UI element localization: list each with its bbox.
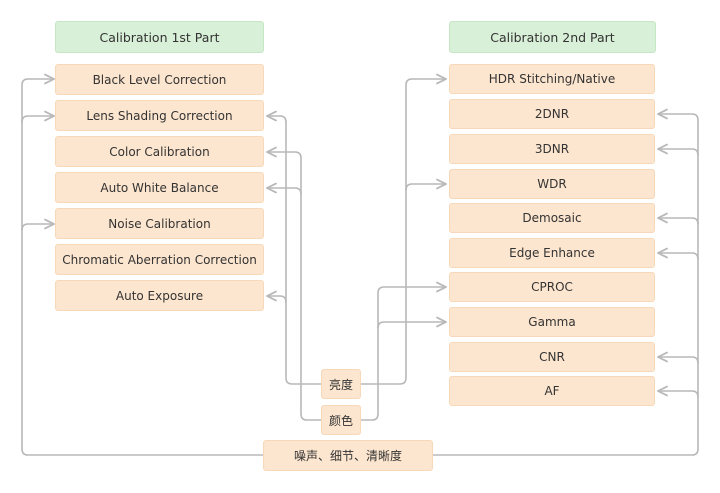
brightness-to-hdr-arrow	[360, 73, 447, 385]
step-auto-white-balance: Auto White Balance	[55, 172, 264, 203]
color-to-color-cal-arrow	[266, 146, 322, 421]
color-to-gamma-arrow	[377, 316, 447, 329]
tag-noise-detail-sharpness: 噪声、细节、清晰度	[263, 440, 433, 471]
step-2dnr: 2DNR	[449, 99, 655, 129]
step-noise-calibration: Noise Calibration	[55, 208, 264, 239]
step-gamma: Gamma	[449, 307, 655, 337]
tag-brightness: 亮度	[321, 369, 361, 399]
step-hdr-stitching: HDR Stitching/Native	[449, 64, 655, 94]
step-cproc: CPROC	[449, 272, 655, 302]
brightness-to-wdr-arrow	[405, 178, 447, 191]
brightness-to-lens-shading-arrow	[266, 110, 322, 385]
color-to-awb-arrow	[266, 182, 302, 195]
noise-to-3dnr-arrow	[657, 143, 699, 156]
step-af: AF	[449, 376, 655, 406]
noise-to-noise-cal-arrow	[21, 218, 55, 231]
step-chromatic-aberration-correction: Chromatic Aberration Correction	[55, 244, 264, 275]
part1-header: Calibration 1st Part	[55, 21, 264, 53]
noise-to-edge-enhance-arrow	[657, 247, 699, 260]
step-color-calibration: Color Calibration	[55, 136, 264, 167]
noise-to-demosaic-arrow	[657, 212, 699, 225]
noise-to-cnr-arrow	[657, 351, 699, 364]
noise-to-lens-shading-arrow	[21, 110, 55, 123]
color-to-cproc-arrow	[360, 281, 447, 421]
brightness-to-auto-exposure-arrow	[266, 290, 287, 303]
step-3dnr: 3DNR	[449, 134, 655, 164]
noise-to-black-level-arrow	[21, 73, 264, 456]
step-edge-enhance: Edge Enhance	[449, 238, 655, 268]
noise-to-2dnr-arrow	[432, 108, 699, 456]
step-demosaic: Demosaic	[449, 203, 655, 233]
step-wdr: WDR	[449, 169, 655, 199]
step-black-level-correction: Black Level Correction	[55, 64, 264, 95]
step-cnr: CNR	[449, 342, 655, 372]
part2-header: Calibration 2nd Part	[449, 21, 656, 53]
step-auto-exposure: Auto Exposure	[55, 280, 264, 311]
tag-color: 颜色	[321, 405, 361, 435]
step-lens-shading-correction: Lens Shading Correction	[55, 100, 264, 131]
noise-to-af-arrow	[657, 385, 699, 398]
